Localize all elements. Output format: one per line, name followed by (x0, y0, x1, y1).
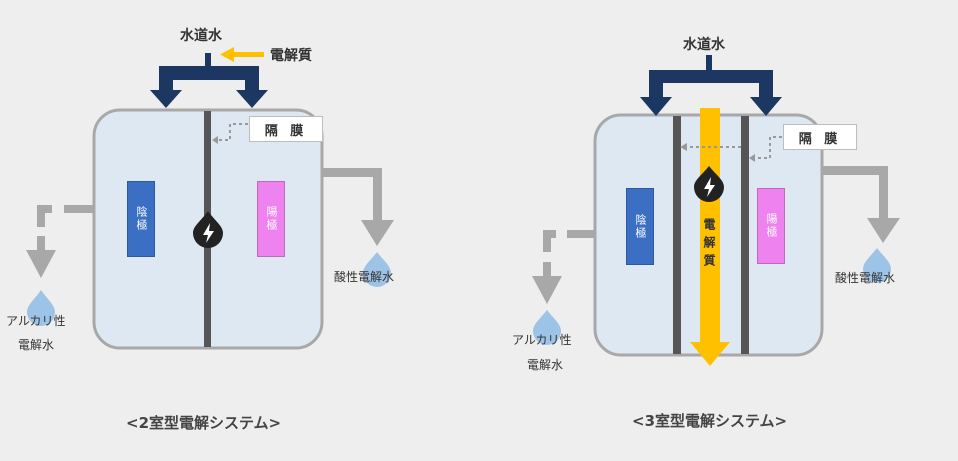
left-membrane-leader (212, 123, 248, 144)
right-membrane-label: 隔 膜 (783, 124, 857, 150)
left-power-droplet-icon (193, 211, 223, 248)
right-alkaline-drain (532, 230, 596, 304)
left-anode: 陽極 (257, 181, 285, 257)
right-power-droplet-icon (694, 166, 724, 202)
left-alkaline-label-line1: アルカリ性 (6, 314, 66, 328)
right-alkaline-label-line1: アルカリ性 (512, 333, 572, 347)
right-acidic-drain (822, 166, 900, 243)
left-alkaline-droplet-icon (27, 290, 55, 326)
right-acidic-droplet-icon (863, 248, 891, 283)
left-acidic-drain (322, 168, 394, 246)
right-inlet-pipe (640, 55, 782, 116)
right-acidic-label: 酸性電解水 (835, 271, 896, 285)
left-caption: <2室型電解システム> (126, 414, 282, 432)
right-membrane-leader (680, 136, 782, 162)
left-alkaline-label-line2: 電解水 (18, 338, 55, 352)
left-system (26, 47, 394, 350)
left-electrolyte-arrow (220, 47, 264, 62)
right-cathode: 陰極 (626, 188, 654, 265)
right-anode: 陽極 (757, 188, 785, 264)
right-electrolyte-arrow (690, 108, 730, 366)
left-water-label: 水道水 (180, 28, 222, 44)
right-alkaline-label-line2: 電解水 (527, 358, 564, 372)
right-caption: <3室型電解システム> (632, 412, 788, 430)
right-water-label: 水道水 (683, 37, 725, 53)
left-membrane-label: 隔 膜 (249, 116, 323, 142)
right-membrane-bar-right (741, 116, 749, 354)
right-system (532, 55, 900, 366)
left-acidic-label: 酸性電解水 (334, 270, 395, 284)
left-inlet-pipe (150, 53, 268, 108)
left-electrolyte-label: 電解質 (270, 48, 312, 64)
left-cathode: 陰極 (127, 181, 155, 257)
right-membrane-bar-left (673, 116, 681, 354)
right-alkaline-droplet-icon (533, 310, 561, 345)
left-alkaline-drain (26, 205, 93, 278)
left-acidic-droplet-icon (363, 252, 391, 287)
right-electrolyte-vertical-label: 電解質 (702, 218, 716, 272)
